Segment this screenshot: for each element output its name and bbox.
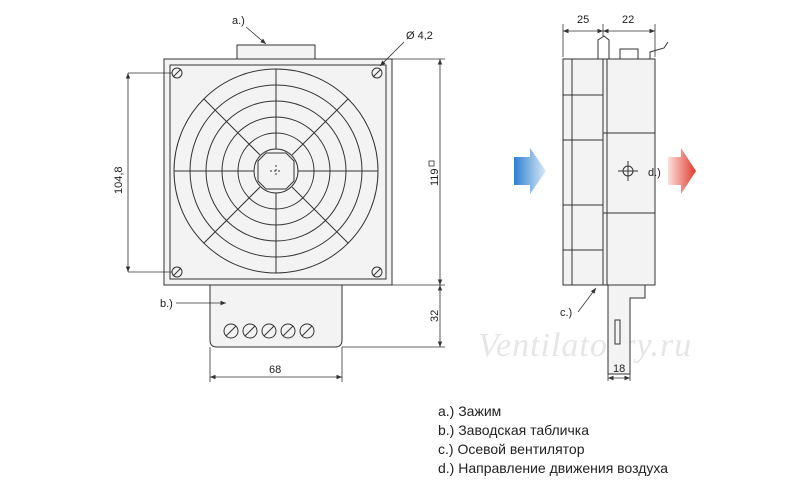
terminal-screws [223,323,315,339]
callout-c: c.) [560,307,572,319]
callout-d: d.) [648,167,661,179]
fan-grille [173,68,379,274]
front-dimensions [125,26,445,382]
dim-body-height: 119 [429,168,441,186]
legend-item-airflow: d.) Направление движения воздуха [438,460,668,476]
watermark: Ventilatorry.ru [478,327,692,364]
hole-diameter-label: Ø 4,2 [406,30,433,42]
legend-item-nameplate: b.) Заводская табличка [438,422,590,438]
heater-housing [163,58,393,286]
dim-terminal-height: 32 [429,310,441,322]
front-view [163,44,393,348]
dim-fan-height: 104,8 [113,166,125,194]
dim-terminal-width: 68 [269,364,281,376]
clamp-block [236,44,316,60]
side-view [562,35,669,375]
airflow-out-arrow [668,148,696,194]
legend: a.) Зажим b.) Заводская табличка c.) Осе… [438,402,668,478]
corner-screws [171,67,383,278]
callout-b: b.) [160,298,173,310]
dim-depth-left: 25 [577,14,589,26]
legend-item-clamp: a.) Зажим [438,403,502,419]
axial-fan-body [562,58,604,286]
dim-depth-right: 22 [622,14,634,26]
dim-square-symbol [428,160,435,167]
side-dimensions [562,24,656,381]
callout-a: a.) [232,15,245,27]
dim-clip-width: 18 [613,363,625,375]
airflow-in-arrow [514,148,546,194]
legend-item-axial-fan: c.) Осевой вентилятор [438,441,585,457]
